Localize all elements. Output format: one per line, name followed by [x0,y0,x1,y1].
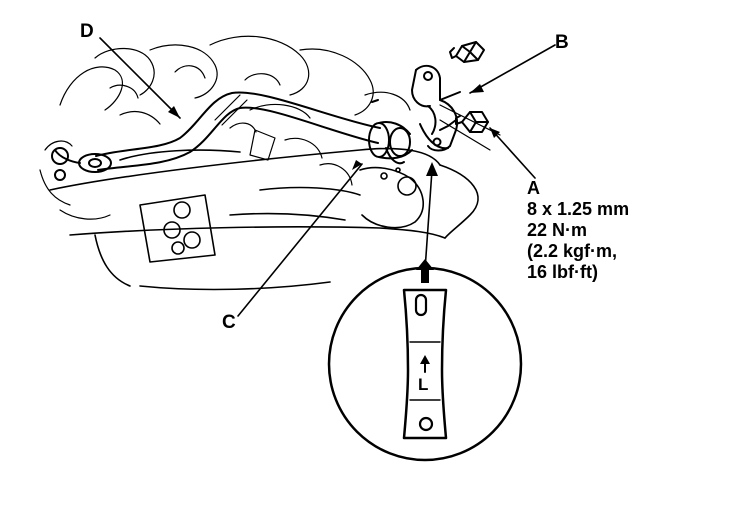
leader-a [489,127,536,179]
leader-spec-arrow [424,169,433,271]
bushing [368,121,413,165]
flange-bolt-upper [371,41,485,103]
arrow-heads [168,84,500,176]
holder-strap [402,288,448,440]
torque-nm: 22 N·m [527,220,588,240]
stabilizer-bar [51,91,381,181]
torque-lbf: 16 lbf·ft) [527,262,598,282]
label-a: A [527,178,540,198]
leader-d [99,37,181,119]
torque-kgf: (2.2 kgf·m, [527,241,618,261]
label-c: C [222,312,236,333]
bolt-size: 8 x 1.25 mm [527,199,630,219]
torque-spec: A 8 x 1.25 mm 22 N·m (2.2 kgf·m, 16 lbf·… [527,178,629,283]
label-b: B [555,32,569,53]
arrow-up-icon [416,259,434,283]
bushing-holder [411,64,461,152]
magnify-circle [327,259,523,462]
leader-c [237,163,363,317]
flange-bolt-lower [439,111,489,133]
suspension-background-sketch [39,35,501,220]
leader-b [469,44,556,94]
label-mark-letter: L [418,375,429,394]
lower-arm [49,147,479,291]
label-d: D [80,21,94,42]
leader-lines [99,37,556,317]
